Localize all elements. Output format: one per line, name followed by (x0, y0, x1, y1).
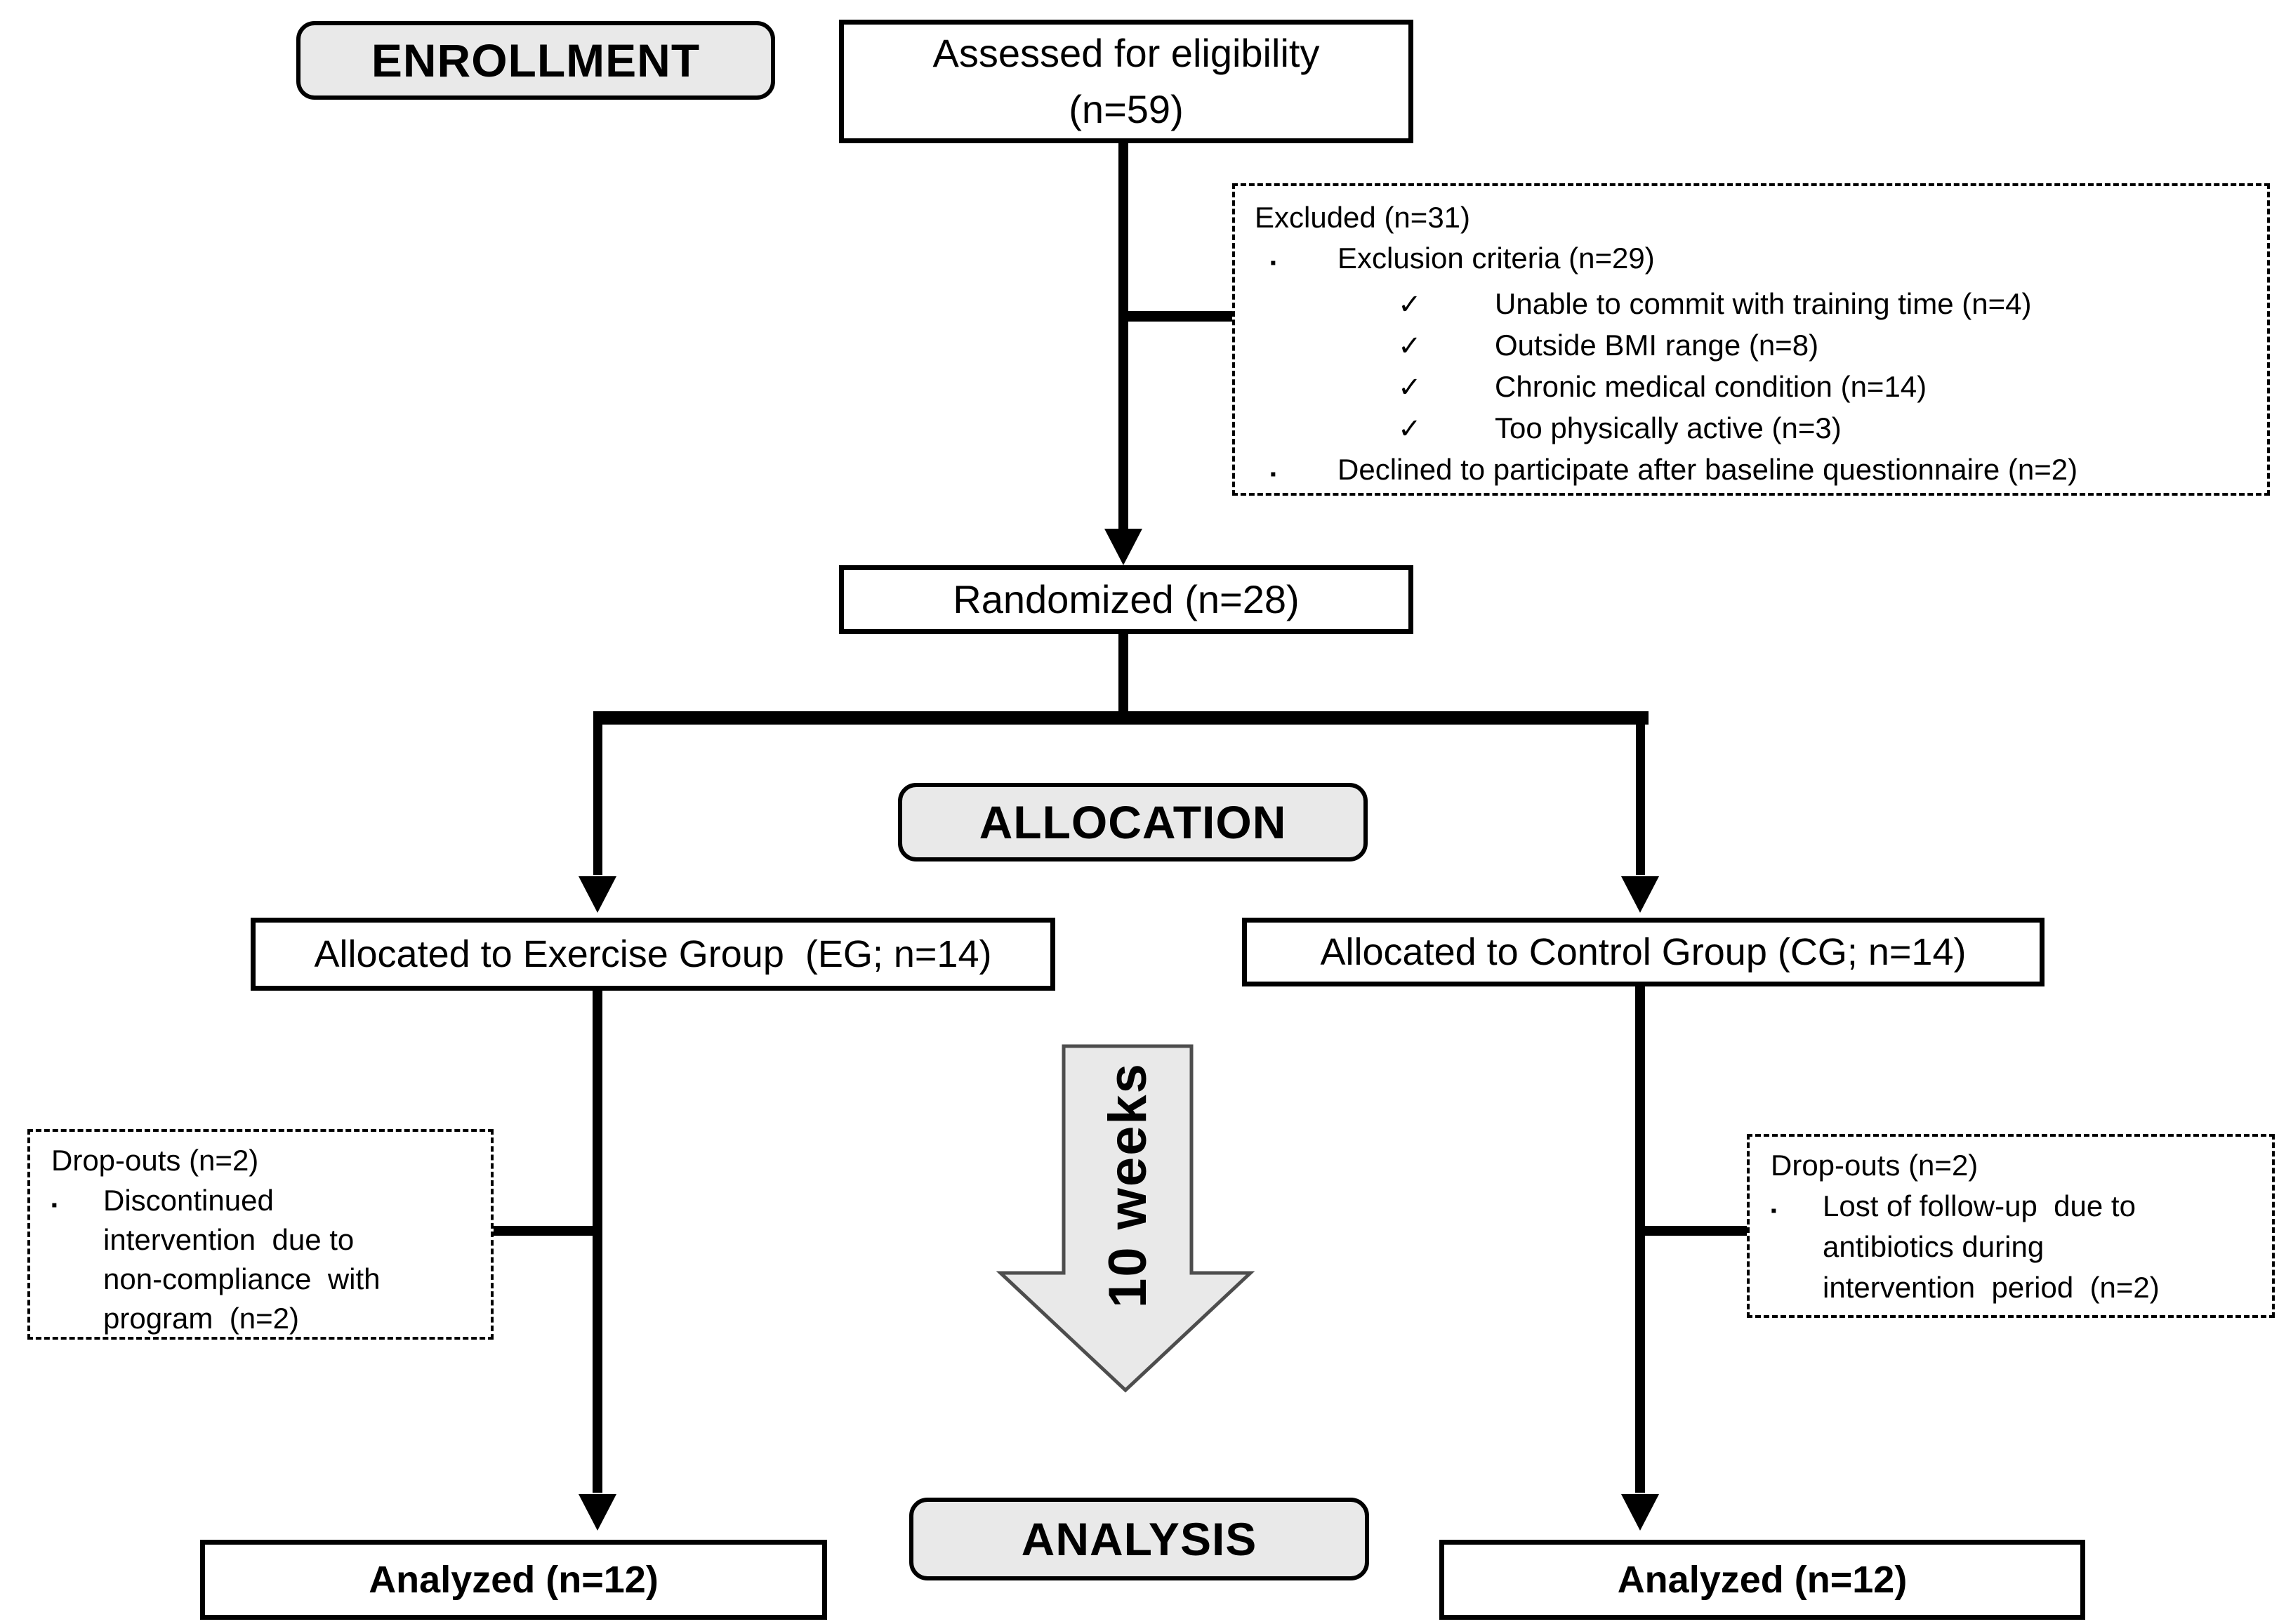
exclusion-criteria-item: ▪ Exclusion criteria (n=29) (1235, 238, 2267, 284)
randomized-box: Randomized (n=28) (839, 565, 1413, 634)
stage-allocation-label: ALLOCATION (979, 796, 1287, 848)
exclusion-reason-item: ✓ Chronic medical condition (n=14) (1235, 367, 2267, 408)
check-icon: ✓ (1398, 414, 1422, 444)
exclusion-reason-text: Outside BMI range (n=8) (1495, 329, 1819, 362)
allocated-control-box: Allocated to Control Group (CG; n=14) (1242, 918, 2045, 986)
stage-enrollment-label: ENROLLMENT (371, 34, 701, 86)
allocated-control-label: Allocated to Control Group (CG; n=14) (1320, 931, 1967, 973)
dropouts-control-box: Drop-outs (n=2) ▪ Lost of follow-up due … (1747, 1134, 2275, 1318)
excluded-title: Excluded (n=31) (1255, 201, 1471, 234)
line-randomized-stem (1118, 633, 1128, 713)
declined-item: ▪ Declined to participate after baseline… (1235, 449, 2267, 495)
line-exercise-flow (593, 989, 602, 1493)
assessed-line2: (n=59) (1069, 87, 1184, 131)
bullet-icon: ▪ (1771, 1201, 1777, 1220)
line-allocation-left-drop (593, 723, 602, 875)
allocated-exercise-label: Allocated to Exercise Group (EG; n=14) (314, 933, 992, 975)
dropouts-control-line: intervention period (n=2) (1823, 1271, 2160, 1304)
randomized-label: Randomized (n=28) (953, 577, 1300, 621)
exclusion-reason-item: ✓ Too physically active (n=3) (1235, 408, 2267, 449)
allocated-exercise-box: Allocated to Exercise Group (EG; n=14) (251, 918, 1055, 991)
analyzed-exercise-box: Analyzed (n=12) (200, 1540, 827, 1620)
excluded-box: Excluded (n=31) ▪ Exclusion criteria (n=… (1232, 183, 2270, 496)
arrowhead-to-randomized-icon (1104, 529, 1142, 565)
dropouts-exercise-box: Drop-outs (n=2) ▪ Discontinued intervent… (27, 1129, 494, 1340)
duration-arrow-label: 10 weeks (1097, 1062, 1158, 1308)
declined-text: Declined to participate after baseline q… (1337, 453, 2078, 486)
bullet-icon: ▪ (1270, 253, 1276, 272)
arrowhead-to-exercise-group-icon (579, 876, 616, 913)
analyzed-control-box: Analyzed (n=12) (1439, 1540, 2085, 1620)
analyzed-exercise-label: Analyzed (n=12) (369, 1559, 659, 1601)
arrowhead-to-control-group-icon (1621, 876, 1659, 913)
check-icon: ✓ (1398, 372, 1422, 403)
dropouts-exercise-line: program (n=2) (103, 1302, 299, 1335)
dropouts-exercise-item: ▪ Discontinued intervention due to non-c… (30, 1181, 491, 1338)
dropouts-control-line: Lost of follow-up due to (1823, 1189, 2136, 1222)
line-excluded-branch (1123, 311, 1232, 322)
stage-analysis-label: ANALYSIS (1021, 1513, 1257, 1565)
exclusion-reason-text: Too physically active (n=3) (1495, 411, 1842, 444)
dropouts-exercise-title: Drop-outs (n=2) (51, 1144, 259, 1177)
exclusion-reason-text: Chronic medical condition (n=14) (1495, 370, 1927, 403)
line-allocation-bar (593, 711, 1649, 725)
dropouts-control-item: ▪ Lost of follow-up due to antibiotics d… (1750, 1186, 2272, 1308)
line-control-flow (1635, 985, 1645, 1493)
bullet-icon: ▪ (51, 1196, 58, 1215)
arrowhead-to-analyzed-exercise-icon (579, 1494, 616, 1531)
exclusion-reason-text: Unable to commit with training time (n=4… (1495, 287, 2032, 320)
exclusion-criteria-text: Exclusion criteria (n=29) (1337, 242, 1655, 275)
dropouts-control-title: Drop-outs (n=2) (1771, 1149, 1979, 1182)
dropouts-exercise-lines: Discontinued intervention due to non-com… (103, 1181, 381, 1338)
arrowhead-to-analyzed-control-icon (1621, 1494, 1659, 1531)
stage-allocation: ALLOCATION (898, 783, 1368, 861)
exclusion-reason-item: ✓ Outside BMI range (n=8) (1235, 325, 2267, 367)
dropouts-exercise-line: intervention due to (103, 1223, 355, 1256)
line-dropouts-control-branch (1640, 1226, 1747, 1236)
stage-enrollment: ENROLLMENT (296, 21, 775, 100)
line-assessed-stem (1118, 140, 1128, 529)
check-icon: ✓ (1398, 331, 1422, 362)
dropouts-exercise-line: non-compliance with (103, 1262, 381, 1295)
dropouts-control-lines: Lost of follow-up due to antibiotics dur… (1823, 1186, 2160, 1308)
line-dropouts-exercise-branch (494, 1226, 597, 1236)
analyzed-control-label: Analyzed (n=12) (1617, 1559, 1908, 1601)
exclusion-reason-item: ✓ Unable to commit with training time (n… (1235, 284, 2267, 325)
stage-analysis: ANALYSIS (909, 1498, 1369, 1580)
bullet-icon: ▪ (1270, 465, 1276, 484)
assessed-box: Assessed for eligibility (n=59) (839, 20, 1413, 143)
dropouts-exercise-line: Discontinued (103, 1184, 274, 1217)
check-icon: ✓ (1398, 289, 1422, 320)
dropouts-control-line: antibiotics during (1823, 1230, 2045, 1263)
line-allocation-right-drop (1636, 723, 1645, 875)
assessed-line1: Assessed for eligibility (932, 31, 1320, 75)
